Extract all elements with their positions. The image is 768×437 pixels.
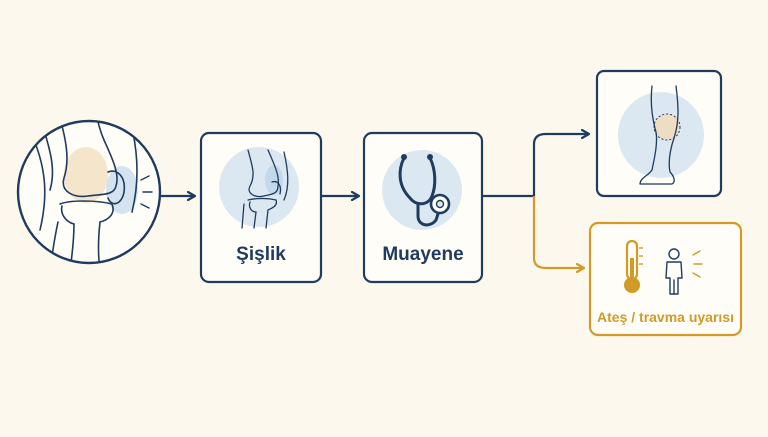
swelling-lines [140,175,153,209]
arrow-exam-to-warning [532,196,583,268]
person-icon [665,248,683,295]
arrow-exam-to-leg [482,134,588,198]
examination-node [362,131,484,284]
warning-label: Ateş / travma uyarısı [597,309,734,325]
thermometer-icon [624,239,643,293]
alert-lines [692,250,703,278]
swollen-knee-icon [219,147,299,229]
warning-node [588,221,743,337]
swelling-node [199,131,323,284]
knee-joint-icon [16,119,162,265]
leg-swelling-icon [618,85,704,185]
swelling-label: Şişlik [236,244,286,265]
leg-outcome-node [595,69,723,198]
examination-label: Muayene [382,244,464,265]
stethoscope-icon [382,150,462,230]
